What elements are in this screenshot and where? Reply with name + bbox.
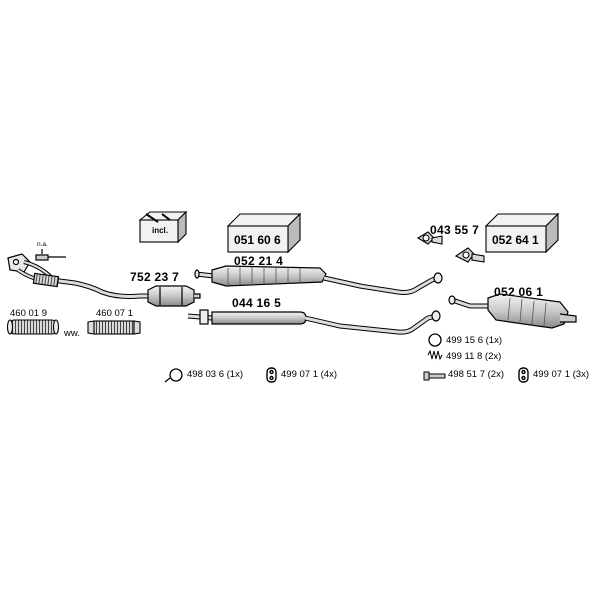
flange-part-label: 043 55 7	[430, 223, 480, 237]
ring-rear-label: 499 15 6 (1x)	[446, 335, 502, 346]
middle-pipe-label: 044 16 5	[232, 296, 282, 310]
spring-rear-label: 499 11 8 (2x)	[446, 351, 502, 362]
kit-box-incl	[138, 210, 188, 244]
rubber-mount-icon-rear	[518, 367, 529, 383]
rear-silencer-part	[448, 293, 577, 329]
middle-silencer-label: 052 21 4	[234, 254, 284, 268]
ring-front-label: 498 03 6 (1x)	[187, 369, 243, 380]
incl-label: incl.	[152, 226, 169, 235]
rear-silencer-label: 052 06 1	[494, 285, 544, 299]
kit-box-rear	[484, 212, 560, 254]
flex-pipe-alt-separator: ww.	[64, 328, 80, 339]
mounting-kit-front-label: 051 60 6	[234, 233, 281, 247]
catalyst-label: 752 23 7	[130, 270, 180, 284]
middle-pipe-part	[187, 309, 441, 335]
front-pipe	[7, 249, 150, 299]
catalyst-part	[147, 285, 201, 307]
flex-pipe-2-label: 460 07 1	[96, 308, 133, 319]
bolt-icon	[423, 371, 446, 381]
front-pipe-note: n.a.	[37, 241, 48, 248]
kit-box-front	[226, 212, 302, 254]
flex-pipe-1	[6, 319, 60, 335]
flange-part-drawing	[416, 231, 485, 263]
spring-icon	[427, 349, 443, 361]
rubber-rear-label: 499 07 1 (3x)	[533, 369, 589, 380]
mounting-kit-rear-label: 052 64 1	[492, 233, 539, 247]
ring-icon	[164, 368, 183, 383]
rubber-front-label: 499 07 1 (4x)	[281, 369, 337, 380]
flex-pipe-2	[87, 320, 141, 335]
middle-silencer-part	[194, 265, 443, 295]
flex-pipe-1-label: 460 01 9	[10, 308, 47, 319]
ring-icon-rear	[428, 333, 442, 347]
bolt-rear-label: 498 51 7 (2x)	[448, 369, 504, 380]
rubber-mount-icon	[266, 367, 277, 383]
